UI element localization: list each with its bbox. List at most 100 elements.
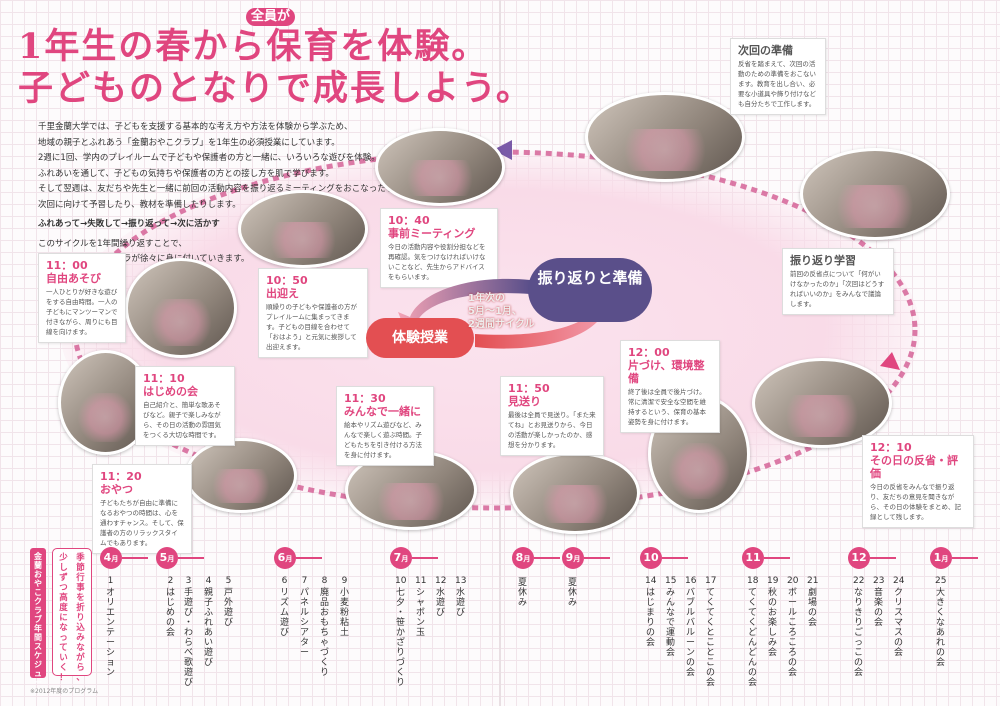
month-line xyxy=(122,557,148,559)
event-char: 夏 xyxy=(517,578,527,588)
month-marker: 5月 xyxy=(156,547,178,569)
vertical-char: 事 xyxy=(76,583,85,593)
month-number: 5 xyxy=(159,551,168,564)
event-number: 16 xyxy=(685,576,697,586)
event-number: 4 xyxy=(205,576,212,586)
event-char: の xyxy=(767,598,777,608)
event-number: 19 xyxy=(767,576,779,586)
event-char: り xyxy=(319,668,329,678)
event-char: リ xyxy=(279,588,289,598)
vertical-char: 行 xyxy=(76,573,85,583)
month-unit: 月 xyxy=(285,555,293,563)
event-char: 会 xyxy=(165,628,175,638)
card-text: 今日の活動内容や役割分担などを再確認。気をつけなければいけないことなど、先生から… xyxy=(388,243,486,281)
event-char: 土 xyxy=(339,628,349,638)
event-char: の xyxy=(893,638,903,648)
card-time: 12：00 xyxy=(628,346,670,359)
month-number: 12 xyxy=(851,551,867,564)
event-char: ン xyxy=(105,618,115,628)
event-char: め xyxy=(165,608,175,618)
month-number: 6 xyxy=(277,551,286,564)
month-marker: 11月 xyxy=(742,547,764,585)
event-number: 14 xyxy=(645,576,657,586)
timeline-event: 3 手遊び・わらべ歌遊び xyxy=(183,576,194,688)
event-char: く xyxy=(747,618,757,628)
event-text: てくてくとことこの会 xyxy=(705,588,716,688)
cycle-label-line: 2週間サイクル xyxy=(468,319,535,330)
event-char: べ xyxy=(183,648,193,658)
event-number: 3 xyxy=(185,576,192,586)
event-text: はじまりの会 xyxy=(645,588,656,648)
event-char: あ xyxy=(935,628,945,638)
season-note: 少しずつ高度になっていく！ 季節行事を折り込みながら、 xyxy=(52,548,92,683)
season-note-col: 季節行事を折り込みながら、 xyxy=(73,553,87,683)
month-number: 1 xyxy=(933,551,942,564)
event-char: き xyxy=(935,598,945,608)
event-char: り xyxy=(853,598,863,608)
event-char: ス xyxy=(893,608,903,618)
event-text: 戸外遊び xyxy=(223,588,234,628)
vertical-char: 高 xyxy=(59,593,68,603)
month-unit: 月 xyxy=(167,555,175,563)
event-char: い xyxy=(203,638,213,648)
month-marker: 12月 xyxy=(848,547,870,585)
event-char: 水 xyxy=(455,588,465,598)
month-marker: 6月 xyxy=(274,547,296,569)
title-badge: 全員が xyxy=(246,8,296,26)
event-text: てくてくどんどんの会 xyxy=(747,588,758,688)
event-char: な xyxy=(665,608,675,618)
event-char: 七 xyxy=(395,588,405,598)
vertical-char: 間 xyxy=(34,633,42,642)
vertical-char: ら xyxy=(76,663,85,673)
event-char: ズ xyxy=(279,598,289,608)
card-title: 見送り xyxy=(508,395,541,408)
event-text: 手遊び・わらべ歌遊び xyxy=(183,588,194,688)
event-char: し xyxy=(767,628,777,638)
month-unit: 月 xyxy=(573,555,581,563)
event-char: マ xyxy=(893,618,903,628)
event-number: 22 xyxy=(853,576,865,586)
event-char: リ xyxy=(105,598,115,608)
timeline-vertical-title: 金蘭おやこクラブ年間スケジュール xyxy=(30,548,46,696)
event-text: 廃品おもちゃづくり xyxy=(319,588,330,678)
event-char: び xyxy=(279,628,289,638)
card-review-study: 振り返り学習 前回の反省点について「何がいけなかったのか」「次回はどうすればいい… xyxy=(782,248,894,315)
card-title: 片づけ、環境整備 xyxy=(628,359,705,385)
event-char: ル xyxy=(685,628,695,638)
event-char: 粘 xyxy=(339,618,349,628)
event-char: れ xyxy=(935,638,945,648)
vertical-char: ス xyxy=(34,642,42,651)
event-char: び xyxy=(183,678,193,688)
vertical-char: ュ xyxy=(34,669,42,678)
card-text: 終了後は全員で後片づけ。常に清潔で安全な空間を維持するという、保育の基本姿勢を身… xyxy=(628,388,706,426)
event-char: こ xyxy=(705,658,715,668)
card-reflection-day: 12：10 その日の反省・評価 今日の反省をみんなで振り返り、友だちの意見を聞き… xyxy=(862,435,974,528)
event-char: 動 xyxy=(665,638,675,648)
card-snack: 11：20 おやつ 子どもたちが自由に準備になるおやつの時間は、心を通わすチャン… xyxy=(92,464,192,554)
event-char: 楽 xyxy=(873,598,883,608)
card-text: 子どもたちが自由に準備になるおやつの時間は、心を通わすチャンス。そして、保護者の… xyxy=(100,499,184,547)
month-unit: 月 xyxy=(749,577,757,585)
event-char: て xyxy=(705,608,715,618)
vertical-char: な xyxy=(76,643,85,653)
event-number: 8 xyxy=(321,576,328,586)
event-char: び xyxy=(223,618,233,628)
vertical-char: こ xyxy=(34,588,42,597)
photo-free-play xyxy=(125,258,237,358)
event-text: 七夕・笹かざりづくり xyxy=(395,588,406,688)
photo-greeting xyxy=(238,190,368,268)
event-char: 会 xyxy=(853,668,863,678)
event-char: シ xyxy=(415,588,425,598)
event-char: ク xyxy=(893,588,903,598)
month-unit: 月 xyxy=(401,555,409,563)
event-char: ゃ xyxy=(319,638,329,648)
event-char: 歌 xyxy=(183,658,193,668)
event-char: と xyxy=(705,648,715,658)
event-char: ざ xyxy=(395,638,405,648)
event-char: ど xyxy=(747,628,757,638)
timeline-event: 夏休み xyxy=(567,576,578,608)
card-title: 次回の準備 xyxy=(738,44,793,57)
